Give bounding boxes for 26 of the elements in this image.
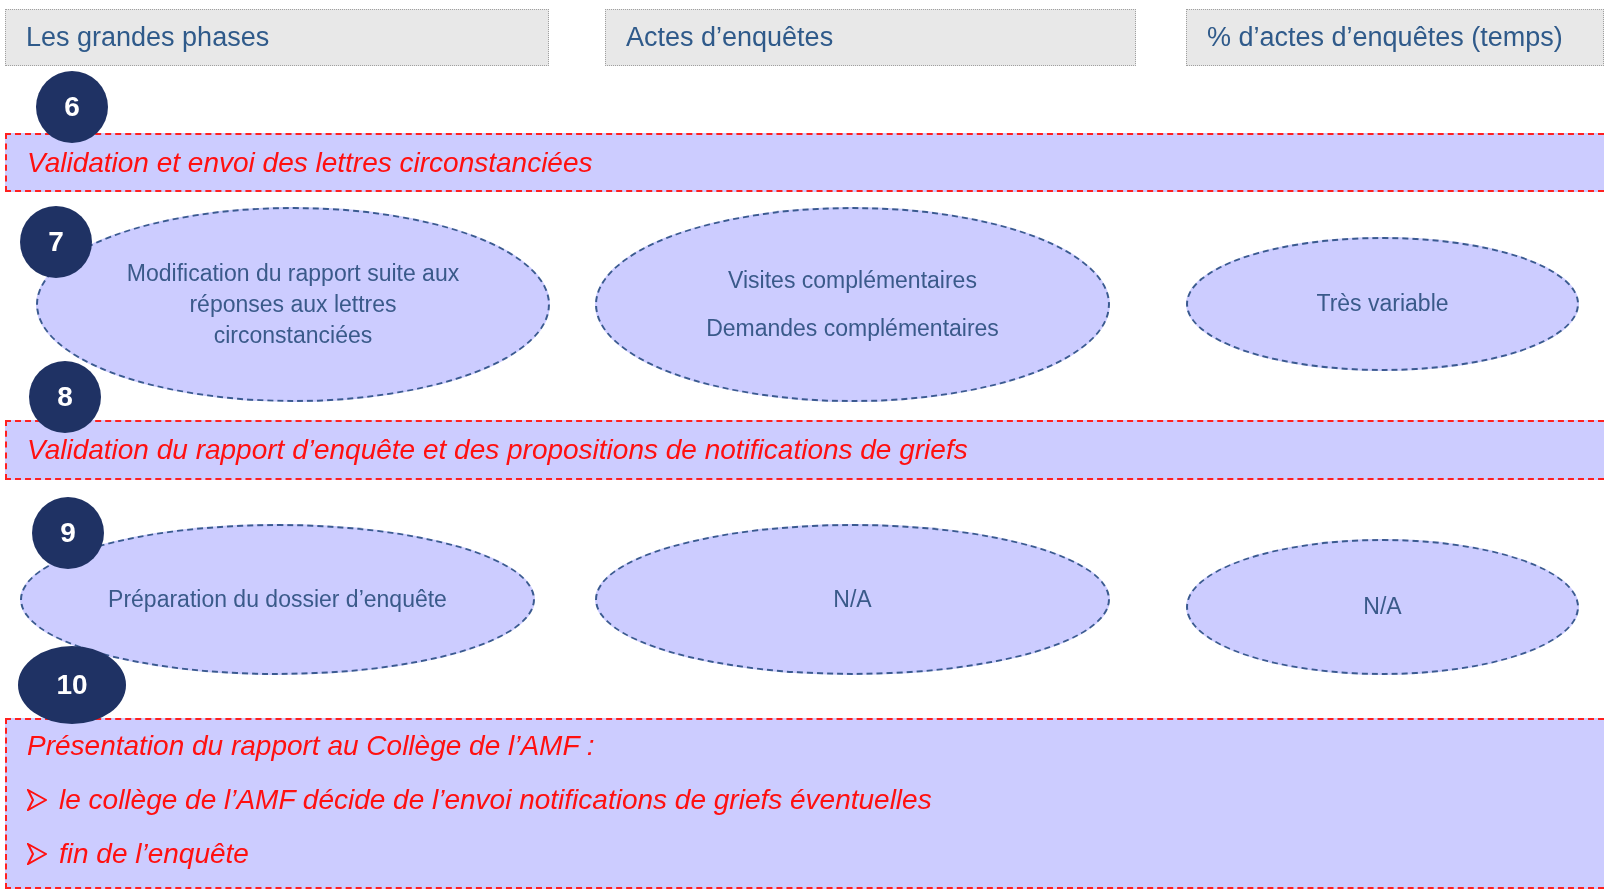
step-number: 8 [57,381,73,413]
step-number: 10 [56,669,88,701]
header-text: % d’actes d’enquêtes (temps) [1207,22,1563,53]
phase-banner [5,718,1604,889]
banner-text: Validation et envoi des lettres circonstanciées [27,146,594,179]
bullet-text: le collège de l’AMF décide de l’envoi notifications de griefs éventuelles [59,784,932,816]
step-number: 7 [48,226,64,258]
activity-text: Préparation du dossier d’enquête [108,584,447,614]
header-text: Les grandes phases [26,22,270,53]
column-header [1186,9,1604,66]
header-text: Actes d’enquêtes [626,22,834,53]
step-number: 6 [64,91,80,123]
bullet-text: fin de l’enquête [59,838,249,870]
activity-text: Très variable [1316,289,1449,319]
activity-text: N/A [833,584,872,614]
column-header [605,9,1136,66]
banner-text: Présentation du rapport au Collège de l’AMF : [27,730,596,762]
phase-banner [5,133,1604,192]
banner-text: Validation du rapport d’enquête et des propositions de notifications de griefs [27,434,969,466]
step-number: 9 [60,517,76,549]
column-header [5,9,549,66]
activity-text: N/A [1363,592,1402,622]
activity-text: Modification du rapport suite aux réponses aux lettres circonstanciées [125,258,461,350]
activity-text: Demandes complémentaires [706,313,999,343]
activity-text: Visites complémentaires [728,266,977,296]
phase-banner [5,420,1604,480]
